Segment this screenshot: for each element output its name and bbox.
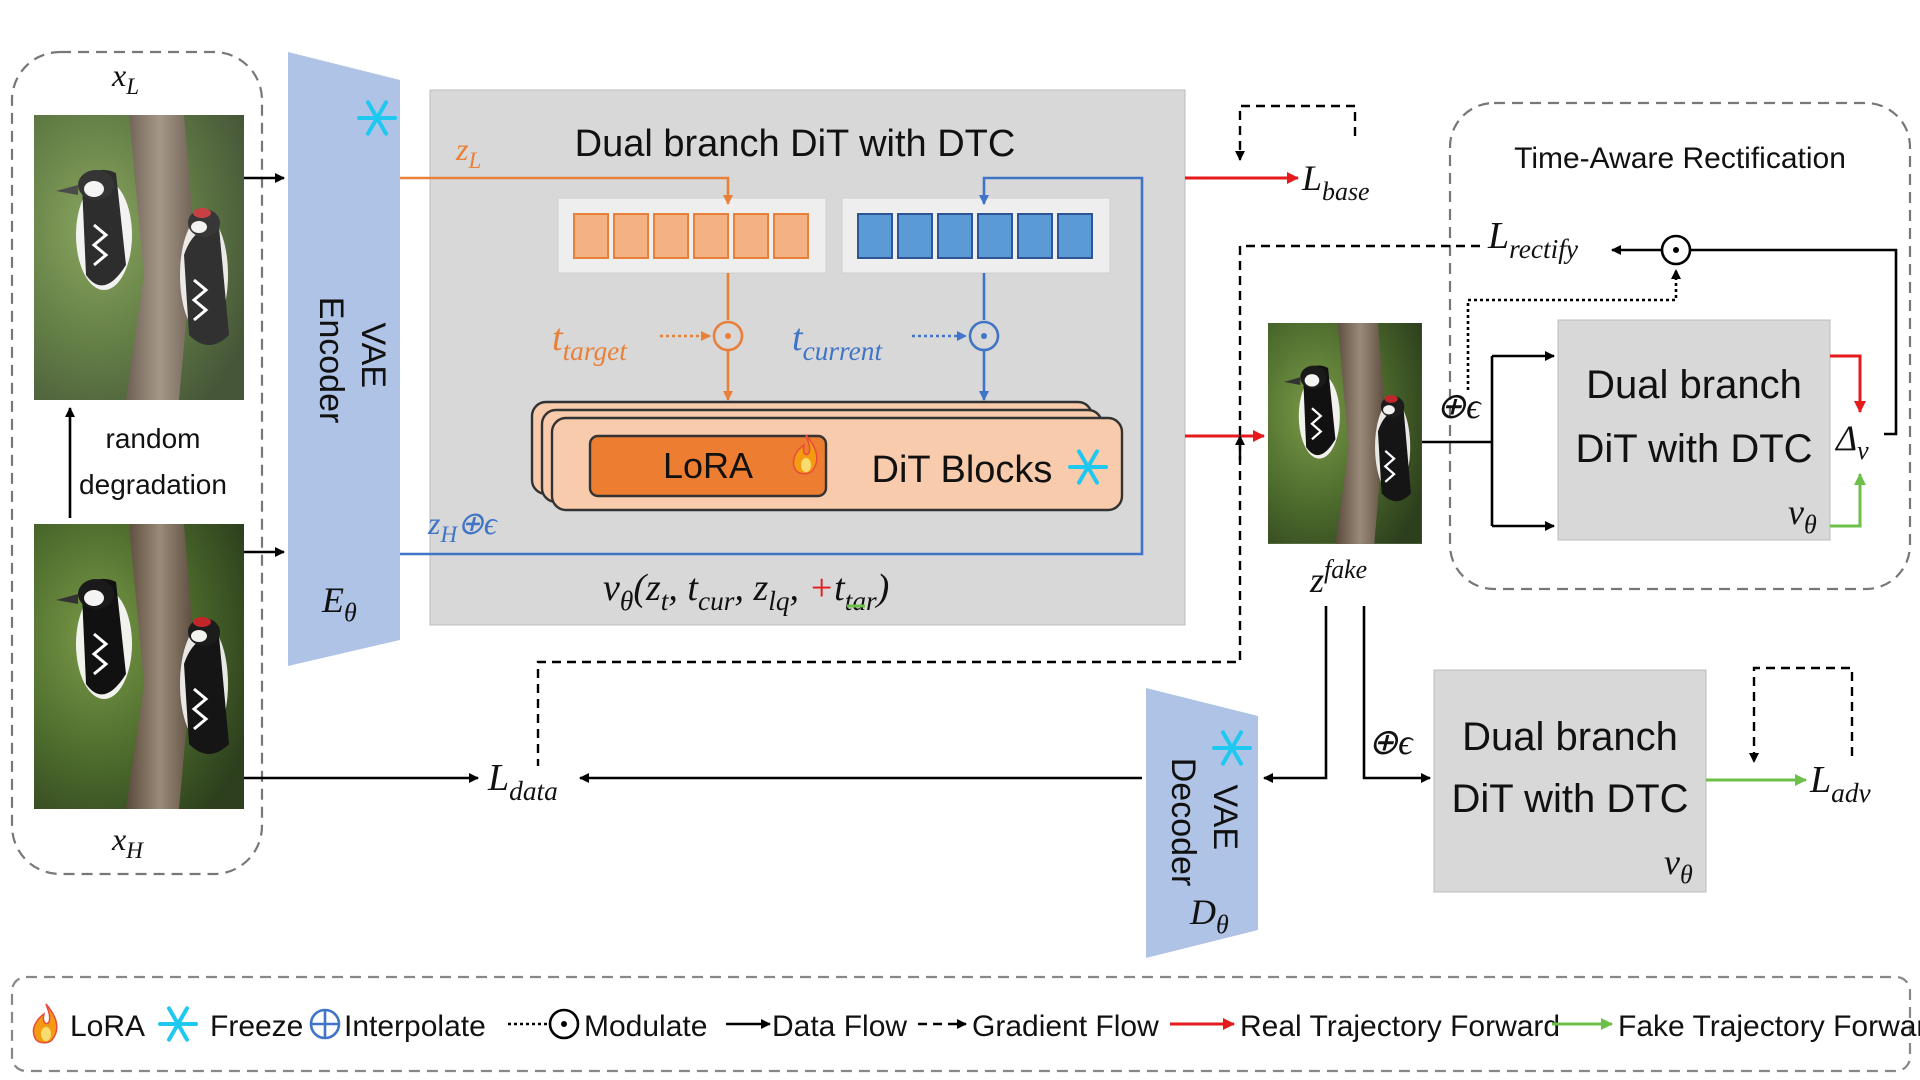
time-aware-title: Time-Aware Rectification xyxy=(1514,142,1846,175)
ladv-gradient-loop xyxy=(1749,666,1854,763)
vtheta-3-label: vθ xyxy=(1664,842,1693,889)
legend-gradient-flow: Gradient Flow xyxy=(972,1010,1159,1043)
snowflake-icon xyxy=(357,100,397,136)
legend-lora: LoRA xyxy=(70,1010,145,1043)
x-h-label: xH xyxy=(111,821,144,863)
zfake-to-modulate-dotted xyxy=(1466,269,1681,390)
fire-icon xyxy=(792,434,818,475)
l-rectify-label: Lrectify xyxy=(1487,215,1579,264)
dual-branch-block-3 xyxy=(1433,669,1707,893)
delta-v-label: Δv xyxy=(1834,418,1869,465)
fire-icon xyxy=(32,1003,58,1044)
z-fake-label: zfake xyxy=(1309,555,1367,600)
decoder-symbol: Dθ xyxy=(1189,892,1229,939)
t-current-label: tcurrent xyxy=(792,317,883,366)
orange-tokens xyxy=(573,213,809,259)
input-images-group xyxy=(10,50,264,876)
legend-freeze: Freeze xyxy=(210,1010,303,1043)
snowflake-icon xyxy=(158,1006,198,1042)
legend-interpolate: Interpolate xyxy=(344,1010,486,1043)
dual-branch-2-line1: Dual branch xyxy=(1586,363,1802,407)
lbase-gradient-loop xyxy=(1235,104,1357,161)
random-degradation-label-1: random xyxy=(106,423,201,454)
legend-real-trajectory: Real Trajectory Forward xyxy=(1240,1010,1560,1043)
vae-encoder-label: VAE Encoder xyxy=(312,297,392,424)
oplus-eps-1: ⊕ϵ xyxy=(1436,386,1482,426)
time-aware-rectification-group xyxy=(1448,101,1912,591)
legend-data-flow: Data Flow xyxy=(772,1010,907,1043)
l-base-label: Lbase xyxy=(1301,158,1370,206)
legend-fake-trajectory: Fake Trajectory Forward xyxy=(1618,1010,1920,1043)
l-adv-label: Ladv xyxy=(1809,759,1872,808)
t-target-label: ttarget xyxy=(552,317,628,366)
zfake-to-dual3-arrow xyxy=(1362,606,1431,783)
z-l-label: zL xyxy=(455,131,481,173)
z-h-arrow xyxy=(400,176,1144,556)
snowflake-icon xyxy=(1212,730,1252,766)
random-degradation-label-2: degradation xyxy=(79,469,227,500)
blue-tokens xyxy=(857,213,1093,259)
dual-branch-block-2 xyxy=(1557,319,1831,541)
high-quality-image xyxy=(32,522,246,811)
delta-green-arrow xyxy=(1830,473,1866,528)
z-h-label: zH⊕ϵ xyxy=(427,505,498,547)
vtheta-formula: vθ(zt, tcur, zlq, +ttar) xyxy=(603,567,889,616)
circle-dot-icon xyxy=(548,1008,580,1040)
vae-decoder-label: VAE Decoder xyxy=(1164,758,1244,887)
oplus-eps-2: ⊕ϵ xyxy=(1368,722,1414,762)
zfake-to-decoder-arrow xyxy=(1263,606,1328,783)
dual-branch-2-line2: DiT with DTC xyxy=(1575,427,1812,471)
z-l-arrow xyxy=(400,176,733,205)
dual-branch-3-line1: Dual branch xyxy=(1462,715,1678,759)
low-quality-image xyxy=(32,113,246,402)
delta-to-modulate-line xyxy=(1690,248,1898,436)
l-data-label: Ldata xyxy=(487,757,558,806)
circle-plus-icon xyxy=(309,1008,341,1040)
dual-branch-3-line2: DiT with DTC xyxy=(1451,777,1688,821)
vae-encoder-block xyxy=(288,52,400,666)
encoder-symbol: Eθ xyxy=(321,580,357,627)
fake-latent-image xyxy=(1266,321,1424,546)
dit-panel-title: Dual branch DiT with DTC xyxy=(575,123,1016,165)
legend-modulate: Modulate xyxy=(584,1010,707,1043)
lora-label: LoRA xyxy=(663,445,753,486)
snowflake-icon xyxy=(1068,449,1108,485)
dit-blocks-label: DiT Blocks xyxy=(872,449,1053,491)
x-l-label: xL xyxy=(111,57,139,99)
delta-red-arrow xyxy=(1830,354,1866,413)
vae-decoder-block xyxy=(1146,688,1258,958)
vtheta-2-label: vθ xyxy=(1788,492,1817,539)
lora-block xyxy=(588,434,828,498)
